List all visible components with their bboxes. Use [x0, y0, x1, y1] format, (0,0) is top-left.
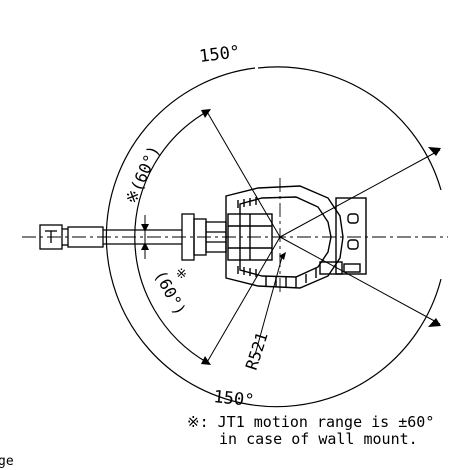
outer-range-arc: [105, 67, 442, 408]
note-line-1: ※: JT1 motion range is ±60°: [187, 413, 435, 431]
outer-range-arc-upper-right: [257, 66, 442, 191]
upper-wall-angle-label: ※(60°): [121, 143, 163, 207]
limit-line-upper: [279, 149, 441, 238]
connector-panel: [319, 197, 367, 275]
arrowhead-lower-right: [428, 318, 441, 327]
radius-label: R521: [242, 330, 272, 373]
arrowhead-inner-bottom: [201, 356, 211, 365]
center-lines: [22, 178, 448, 296]
robot-base: [225, 185, 344, 289]
base-inner-housing: [239, 196, 332, 278]
arrowhead-radius: [279, 252, 286, 260]
lower-wall-mark: ※: [176, 267, 187, 282]
arrowheads: [141, 109, 441, 365]
limit-line-inner-lower: [205, 236, 281, 365]
robot-arm: [39, 213, 227, 261]
arrowhead-upper-right: [428, 147, 441, 156]
base-outline: [225, 185, 344, 289]
note-line-2: in case of wall mount.: [219, 430, 418, 448]
limit-line-inner-upper: [205, 109, 281, 238]
limit-lines: [205, 109, 441, 365]
connector-port-lower: [347, 239, 359, 250]
partial-caption-text: ge: [0, 454, 14, 469]
upper-angle-label: 150°: [198, 42, 241, 67]
limit-line-lower: [279, 236, 441, 325]
radius-leader: [254, 256, 283, 356]
arrowhead-inner-top: [201, 109, 211, 118]
lower-angle-label: 150°: [212, 387, 255, 411]
connector-port-upper: [347, 213, 359, 224]
end-effector: [39, 224, 63, 250]
